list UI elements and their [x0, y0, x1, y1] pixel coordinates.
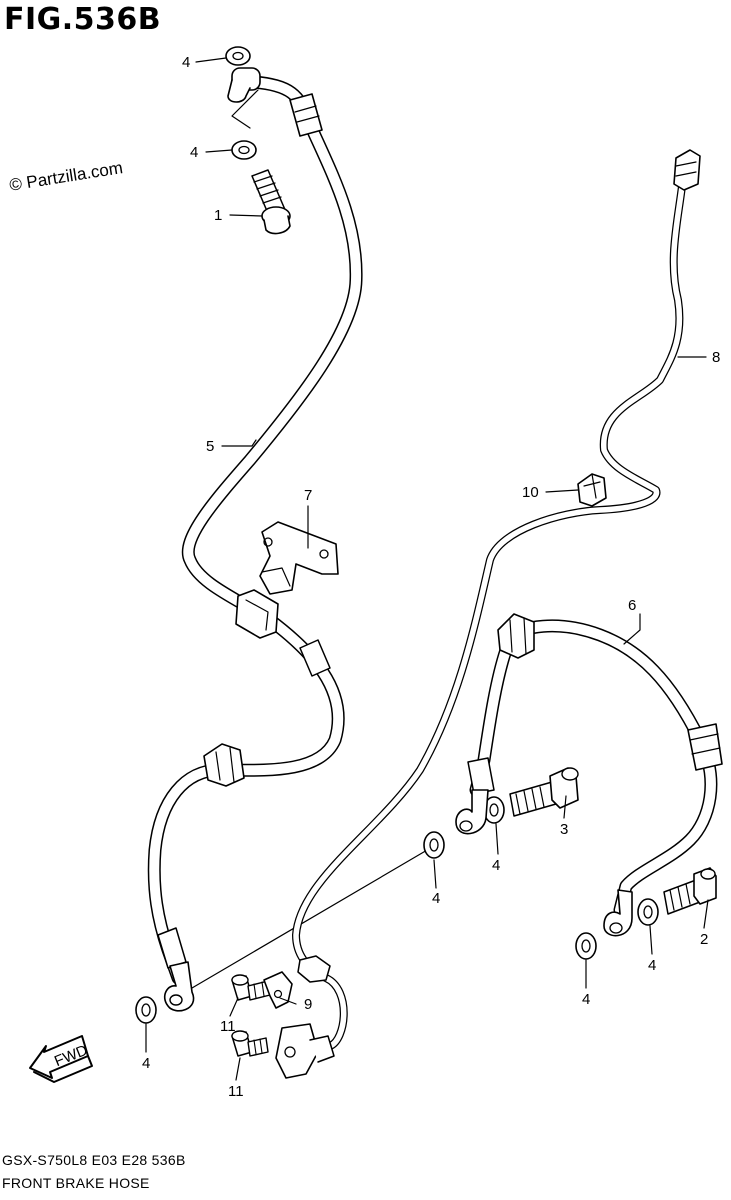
fwd-arrow-icon	[29, 1035, 93, 1083]
callout-10: 10	[522, 484, 539, 501]
brake-hose-6[interactable]	[455, 613, 723, 937]
brake-hose-5[interactable]	[147, 67, 363, 1012]
diagram-name: FRONT BRAKE HOSE	[2, 1175, 150, 1191]
callout-4: 4	[432, 890, 440, 907]
brake-hose-8[interactable]	[275, 149, 701, 1079]
washer-4[interactable]	[637, 898, 659, 926]
callout-5: 5	[206, 438, 214, 455]
union-bolt-1[interactable]	[251, 169, 291, 235]
figure-title: FIG.536B	[4, 2, 162, 37]
callout-4: 4	[190, 144, 198, 161]
callout-11: 11	[228, 1083, 244, 1100]
hose-clamp-10[interactable]	[577, 473, 607, 507]
callout-8: 8	[712, 349, 720, 366]
washer-4[interactable]	[225, 46, 251, 66]
callout-11: 11	[220, 1018, 236, 1035]
bolt-11[interactable]	[231, 1030, 269, 1057]
callout-4: 4	[182, 54, 190, 71]
washer-4[interactable]	[575, 932, 597, 960]
assembly-line	[231, 89, 259, 129]
union-bolt-3[interactable]	[509, 767, 579, 817]
callout-9: 9	[304, 996, 312, 1013]
callout-7: 7	[304, 487, 312, 504]
washer-4[interactable]	[135, 996, 157, 1024]
assembly-line	[191, 845, 435, 989]
callout-1: 1	[214, 207, 222, 224]
washer-4[interactable]	[483, 796, 505, 824]
hose-bracket-7[interactable]	[259, 521, 339, 595]
callout-4: 4	[582, 991, 590, 1008]
hose-clamp-9[interactable]	[263, 971, 293, 1009]
leader-lines	[145, 57, 709, 1081]
callout-4: 4	[492, 857, 500, 874]
callout-4: 4	[142, 1055, 150, 1072]
washer-4[interactable]	[423, 831, 445, 859]
callout-3: 3	[560, 821, 568, 838]
callout-6: 6	[628, 597, 636, 614]
washer-4[interactable]	[231, 140, 257, 160]
union-bolt-2[interactable]	[663, 867, 717, 915]
callout-4: 4	[648, 957, 656, 974]
callout-2: 2	[700, 931, 708, 948]
model-code: GSX-S750L8 E03 E28 536B	[2, 1152, 186, 1168]
